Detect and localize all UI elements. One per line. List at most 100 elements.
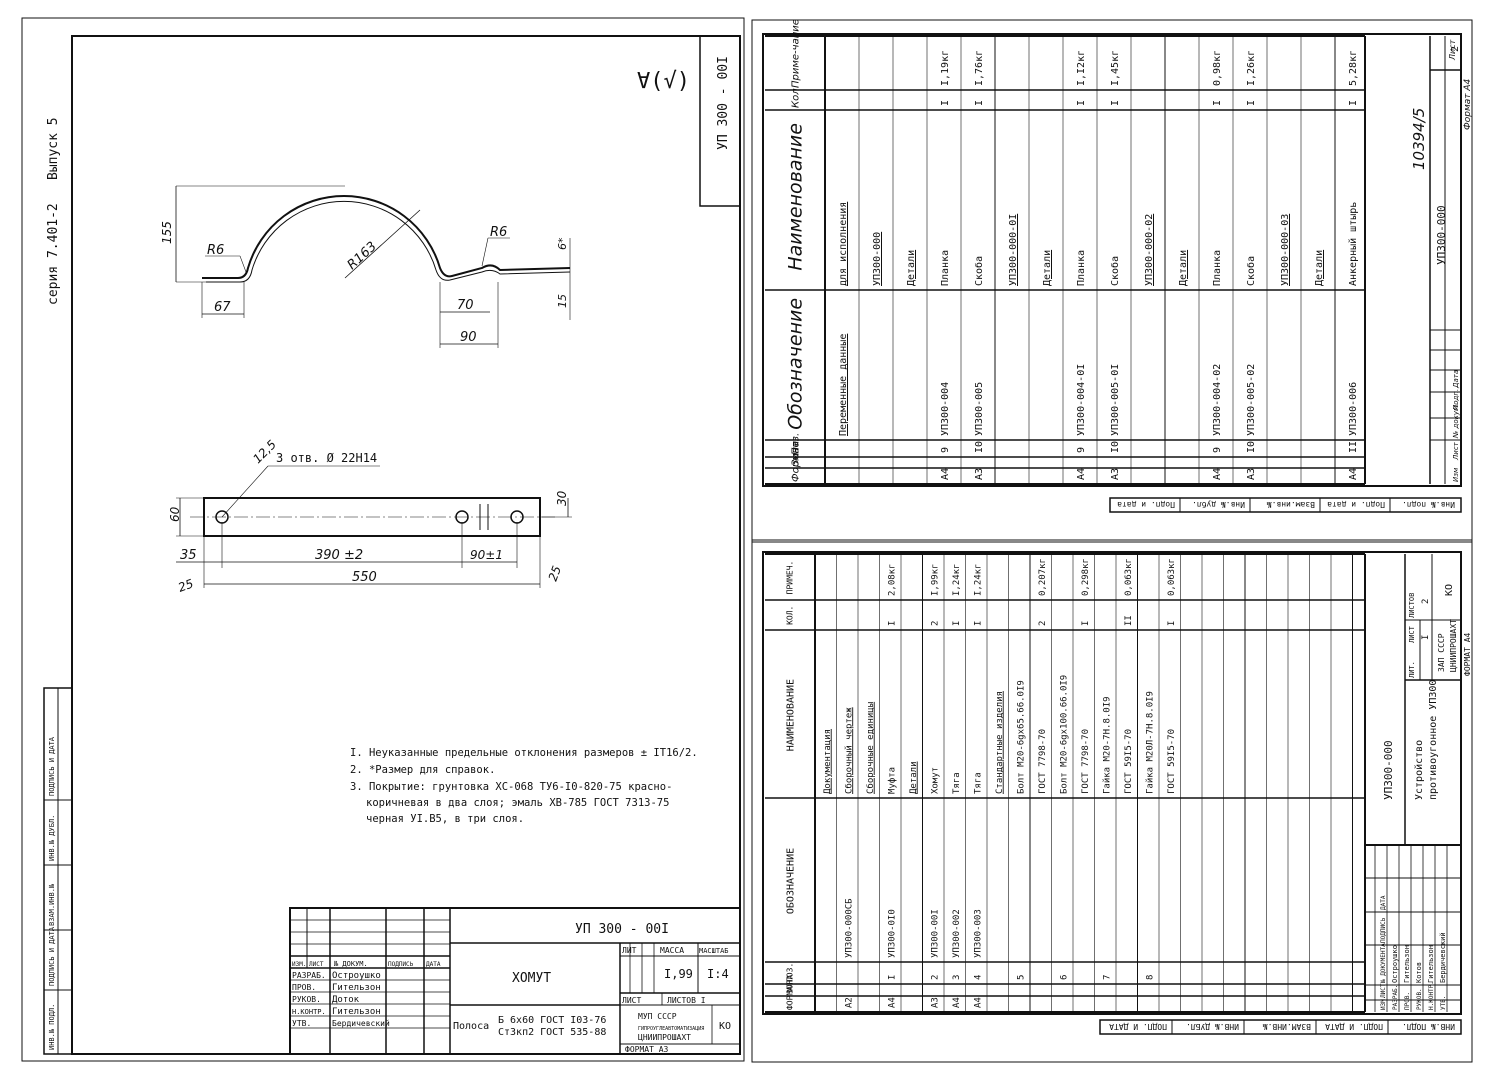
spec-bottom-strip-1: ИНВ.№ ПОДЛ. <box>1402 1022 1455 1031</box>
row-16-name: ГОСТ 59I5-70 <box>1167 729 1177 794</box>
strip-label-5: ПОДПИСЬ И ДАТА <box>48 736 56 796</box>
dim-gap-6: 6* <box>556 237 569 250</box>
dim-len-90: 90±1 <box>470 548 503 562</box>
spec-bottom-title-person-0: Остроушко <box>1391 945 1399 983</box>
title-person-5: Бердичевский <box>332 1019 390 1028</box>
row-14-note: 0,063кг <box>1124 558 1134 596</box>
title-part-name: ХОМУТ <box>512 971 551 986</box>
title-header-lit: ЛИТ <box>622 946 637 955</box>
spec-bottom-title-hdr-2: № ДОКУМЕНТА <box>1380 943 1387 983</box>
header-designation: ОБОЗНАЧЕНИЕ <box>785 848 796 914</box>
spec-bottom-title-role-0: РАЗРАБ. <box>1392 985 1399 1010</box>
spec-bottom-strip-4: ИНВ.№ ДУБЛ. <box>1186 1022 1239 1031</box>
row-12-pos: I0 <box>1246 441 1257 453</box>
row-11-pos: 9 <box>1212 447 1223 453</box>
row-5-pos: 2 <box>930 975 940 980</box>
title-person-4: Гительзон <box>332 1007 381 1017</box>
header-format: ФОРМАТ <box>786 981 795 1010</box>
title-role-3: РУКОВ. <box>292 995 321 1004</box>
dim-slant-25-left: 25 <box>176 576 195 594</box>
row-8-note: I,45кг <box>1110 50 1121 86</box>
dim-height-155: 155 <box>160 221 174 244</box>
note-2: 2. *Размер для справок. <box>350 764 495 776</box>
spec-bottom-title-person-4: Бердичевский <box>1439 932 1447 983</box>
technical-notes: I. Неуказанные предельные отклонения раз… <box>350 747 698 825</box>
spec-bottom-outer-border <box>751 539 1473 1063</box>
left-sheet-outer-border <box>21 17 745 1062</box>
spec-top-footer-cell-4: Дата <box>1452 370 1460 389</box>
row-8-name: Стандартные изделия <box>995 691 1005 794</box>
row-3-qty: I <box>940 100 951 106</box>
row-0-name: Документация <box>823 729 833 794</box>
spec-bottom-title-sheets: ЛИСТОВ <box>1408 593 1416 618</box>
row-5-des: УП300-00I <box>930 909 940 958</box>
row-11-name: Планка <box>1212 250 1223 286</box>
row-10-name: Детали <box>1178 250 1189 286</box>
spec-top-frame <box>762 33 1462 487</box>
row-14-qty: II <box>1124 615 1134 626</box>
note-3-line-2: коричневая в два слоя; эмаль ХВ-785 ГОСТ… <box>366 797 669 809</box>
spec-bottom-title-org-2: ЦНИИПРОШАХТ <box>1449 619 1458 672</box>
row-1-name: УП300-000 <box>872 232 883 286</box>
spec-bottom-title-person-3: Гительзон <box>1427 945 1435 983</box>
left-sheet: серия 7.401-2 Выпуск 5 УП 300 - 00I ∀(√)… <box>21 17 745 1062</box>
row-9-name: УП300-000-02 <box>1144 214 1155 286</box>
row-7-note: I,24кг <box>973 563 983 596</box>
row-1-name: Сборочный чертеж <box>843 707 854 794</box>
row-3-des: УП300-004 <box>940 382 951 436</box>
dim-gap-15: 15 <box>556 294 569 308</box>
row-15-pos: II <box>1348 441 1359 453</box>
row-10-name: ГОСТ 7798-70 <box>1038 729 1048 794</box>
row-3-fmt: A4 <box>940 468 951 480</box>
spec-bottom-title-org-1: ЗАП СССР <box>1437 633 1446 672</box>
row-5-note: I,99кг <box>930 563 940 596</box>
row-6-note: I,24кг <box>952 563 962 596</box>
row-2-name: Сборочные единицы <box>865 702 876 794</box>
title-header-scale: МАСШТАБ <box>699 947 729 955</box>
title-person-3: Доток <box>332 995 360 1005</box>
row-15-fmt: A4 <box>1348 468 1359 480</box>
spec-top-footer-cell-0: Изм <box>1452 467 1460 482</box>
title-role-2: ПРОВ. <box>292 983 316 992</box>
note-3-line-3: черная УI.В5, в три слоя. <box>366 813 524 825</box>
row-11-qty: I <box>1212 100 1223 106</box>
row-7-pos: 9 <box>1076 447 1087 453</box>
dim-width-70: 70 <box>457 298 474 313</box>
row-3-pos: I <box>887 975 897 980</box>
header-note: ПРИМЕЧ. <box>786 561 795 595</box>
row-15-pos: 8 <box>1145 975 1155 980</box>
title-sheet-label: ЛИСТ <box>622 996 641 1005</box>
row-6-fmt: A4 <box>952 997 962 1008</box>
row-3-note: 2,08кг <box>887 563 897 596</box>
row-4-qty: I <box>974 100 985 106</box>
row-1-fmt: A2 <box>844 997 854 1008</box>
title-hdr-izm: ИЗМ. <box>292 961 306 968</box>
spec-bottom-title-role-2: РУКОВ. <box>1416 988 1423 1010</box>
spec-top-inv-number: 10394/5 <box>1410 108 1428 170</box>
dim-len-390: 390 ±2 <box>315 548 363 563</box>
row-9-pos: 5 <box>1016 975 1026 980</box>
row-13-pos: 7 <box>1102 975 1112 980</box>
spec-top-strip: Инв.№ подл. Подп. и дата Взам.инв.№ Инв.… <box>1109 497 1462 513</box>
dim-width-90: 90 <box>460 330 477 345</box>
title-copied: КО <box>719 1021 731 1032</box>
row-6-pos: 3 <box>952 975 962 980</box>
spec-sheet-top: ФорматЗонаПоз.ОбозначениеНаименованиеКол… <box>751 19 1473 543</box>
spec-bottom-title-designation: УП300-000 <box>1382 740 1395 800</box>
spec-bottom-title-role-1: ПРОВ. <box>1404 992 1411 1010</box>
row-12-note: I,26кг <box>1246 50 1257 86</box>
row-11-note: 0,98кг <box>1212 50 1223 86</box>
title-format: ФОРМАТ А3 <box>625 1045 669 1054</box>
title-person-2: Гительзон <box>332 983 381 993</box>
spec-top-format: Формат А4 <box>1463 78 1473 130</box>
spec-top-outer-border <box>751 19 1473 543</box>
header-pos: Поз. <box>790 433 801 455</box>
header-format: Формат <box>790 440 801 482</box>
spec-top-strip-4: Инв.№ дубл. <box>1192 500 1245 510</box>
title-scale: I:4 <box>707 967 729 981</box>
title-hdr-date: ДАТА <box>426 961 441 968</box>
row-8-name: Скоба <box>1109 256 1121 286</box>
spec-bottom-strip-2: ПОДП. И ДАТА <box>1325 1022 1383 1031</box>
series-label: серия 7.401-2 <box>46 203 61 305</box>
